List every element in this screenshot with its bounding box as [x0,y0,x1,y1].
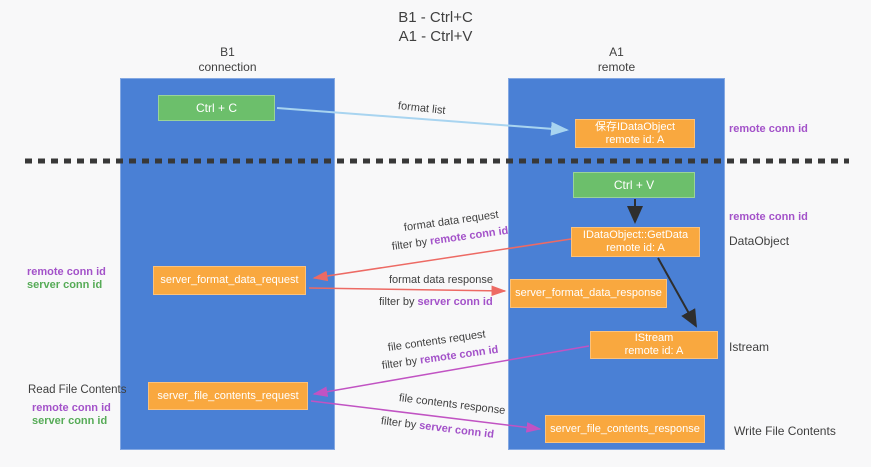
remote-conn-id-top-label: remote conn id [729,123,808,135]
lane-a1-role: remote [597,60,636,74]
getdata-line1: IDataObject::GetData [582,229,689,241]
dataobject-label: DataObject [729,234,790,248]
istream-node: IStream remote id: A [590,331,718,359]
file-server-conn-id-label: server conn id [32,415,108,427]
server-file-contents-request-label: server_file_contents_request [157,389,299,402]
write-file-contents-label: Write File Contents [734,424,836,438]
filter-by-prefix: filter by [379,296,418,308]
remote-conn-id-mid-label: remote conn id [729,211,808,223]
server-format-data-response-node: server_format_data_response [510,279,667,308]
lane-a1-name: A1 [609,45,624,59]
getdata-to-istream-arrow [657,257,697,328]
save-dataobject-line1: 保存IDataObject [594,120,676,133]
save-dataobject-node: 保存IDataObject remote id: A [575,119,695,148]
server-file-contents-response-label: server_file_contents_response [550,422,700,435]
server-format-data-request-label: server_format_data_request [160,274,299,286]
format-data-request-arrow [312,238,572,282]
file-contents-response-arrow [310,400,542,433]
istream-label: Istream [729,340,770,354]
getdata-node: IDataObject::GetData remote id: A [571,227,700,257]
file-conn-id-block: remote conn id server conn id [32,402,111,428]
getdata-line2: remote id: A [606,242,665,254]
ctrl-c-label: Ctrl + C [195,100,237,115]
read-file-contents-label: Read File Contents [28,384,127,396]
server-file-contents-request-node: server_file_contents_request [148,382,308,410]
ctrl-c-node: Ctrl + C [158,95,275,121]
istream-line1: IStream [634,332,674,344]
file-remote-conn-id-label: remote conn id [32,402,111,414]
server-format-data-response-label: server_format_data_response [515,287,662,299]
format-data-response-filter-label: filter by server conn id [379,296,493,308]
format-conn-id-block: remote conn id server conn id [27,266,106,292]
format-list-arrow [276,107,569,136]
ctrl-v-label: Ctrl + V [613,177,655,192]
diagram-title: B1 - Ctrl+C A1 - Ctrl+V [0,8,871,46]
lane-b1-role: connection [198,60,257,74]
title-line-2: A1 - Ctrl+V [398,28,473,45]
format-remote-conn-id-label: remote conn id [27,266,106,278]
file-contents-request-arrow [312,345,590,397]
format-data-response-arrow [308,285,507,297]
lane-header-b1: B1 connection [120,45,335,75]
format-data-response-label: format data response [389,274,493,286]
server-file-contents-response-node: server_file_contents_response [545,415,705,443]
lane-header-a1: A1 remote [508,45,725,75]
save-dataobject-line2: remote id: A [605,133,665,146]
format-server-conn-id-label: server conn id [27,279,103,291]
server-format-data-request-node: server_format_data_request [153,266,306,295]
title-line-1: B1 - Ctrl+C [398,9,473,26]
filter-key: server conn id [417,296,493,308]
ctrl-v-node: Ctrl + V [573,172,695,198]
lane-b1-name: B1 [220,45,235,59]
istream-line2: remote id: A [624,345,684,357]
